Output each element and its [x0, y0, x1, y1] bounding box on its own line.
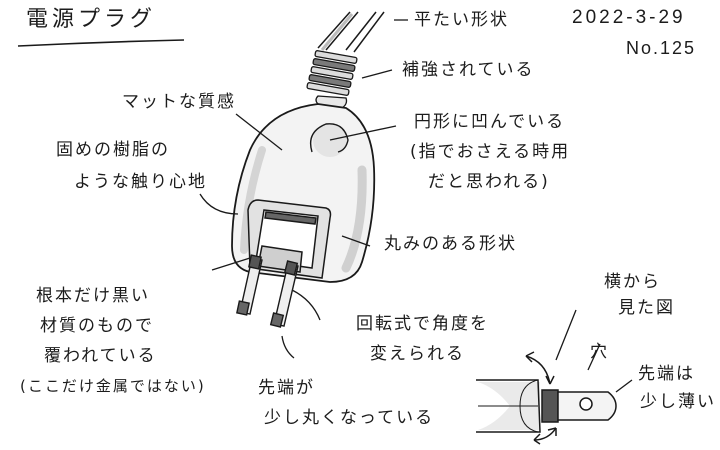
- label-dent-line3: だと思われる): [428, 172, 550, 192]
- date-stamp: 2022-3-29: [572, 7, 686, 28]
- plug-face: [247, 199, 332, 279]
- note-number: No.125: [626, 38, 697, 58]
- title-underline: [17, 39, 185, 47]
- side-view: [476, 379, 617, 433]
- leader-lines: [199, 19, 633, 393]
- label-thin-tip-line2: 少し薄い: [640, 392, 716, 412]
- label-base-line1: 根本だけ黒い: [36, 286, 150, 306]
- label-dent-line1: 円形に凹んでいる: [414, 112, 566, 132]
- label-rotate-line2: 変えられる: [370, 344, 465, 364]
- label-reinforced: 補強されている: [402, 60, 535, 80]
- label-thin-tip-line1: 先端は: [638, 364, 695, 384]
- plug-blades: [236, 254, 299, 328]
- page-title: 電源プラグ: [26, 7, 157, 32]
- label-side-view-line2: 見た図: [618, 298, 675, 318]
- label-tip-line1: 先端が: [258, 378, 315, 398]
- label-base-line3: 覆われている: [44, 346, 157, 366]
- label-tip-line2: 少し丸くなっている: [264, 408, 435, 428]
- label-hole: 穴: [590, 342, 609, 362]
- label-base-line2: 材質のもので: [40, 316, 154, 336]
- label-resin-line1: 固めの樹脂の: [56, 140, 170, 160]
- label-rotate-line1: 回転式で角度を: [356, 314, 489, 334]
- rotation-arrows: [525, 351, 557, 445]
- label-cord-shape: 平たい形状: [414, 10, 509, 30]
- label-rounded-shape: 丸みのある形状: [384, 234, 517, 254]
- cord: [317, 11, 385, 53]
- label-side-view-line1: 横から: [604, 272, 661, 292]
- strain-relief: [306, 50, 358, 109]
- label-matte-texture: マットな質感: [122, 92, 236, 112]
- label-base-line4: (ここだけ金属ではない): [20, 377, 206, 395]
- label-dent-line2: (指でおさえる時用: [410, 142, 571, 162]
- label-resin-line2: ような触り心地: [74, 172, 207, 192]
